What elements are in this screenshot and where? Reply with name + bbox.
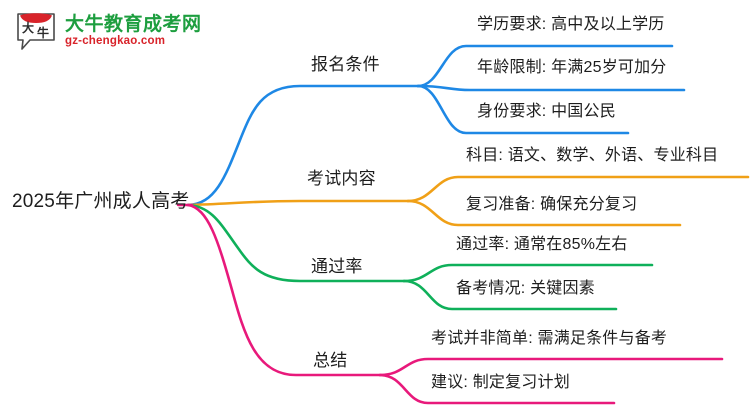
leaf-label-advice[interactable]: 建议: 制定复习计划 bbox=[431, 374, 570, 391]
leaf-label-preparation-status[interactable]: 备考情况: 关键因素 bbox=[456, 280, 595, 297]
leaf-connector-1-1 bbox=[406, 199, 682, 227]
svg-text:牛: 牛 bbox=[37, 25, 49, 40]
leaf-connector-3-0 bbox=[378, 357, 724, 377]
logo-speech-bubble-icon: 大 牛 bbox=[17, 13, 55, 50]
branch-path-group-1 bbox=[186, 175, 750, 227]
logo-wordmark: 大牛教育成考网 gz-chengkao.com bbox=[65, 15, 202, 48]
branch-path-group-3 bbox=[186, 203, 724, 405]
leaf-connector-0-0 bbox=[416, 44, 674, 88]
logo-domain: gz-chengkao.com bbox=[65, 34, 166, 47]
leaf-label-education-requirement[interactable]: 学历要求: 高中及以上学历 bbox=[477, 16, 665, 33]
leaf-label-exam-not-simple[interactable]: 考试并非简单: 需满足条件与备考 bbox=[431, 330, 668, 347]
leaf-connector-0-2 bbox=[416, 84, 630, 135]
branch-stem-1 bbox=[186, 199, 410, 207]
branch-stem-2 bbox=[186, 203, 406, 283]
branch-label-zongjie[interactable]: 总结 bbox=[313, 351, 348, 370]
branch-stem-0 bbox=[186, 84, 420, 207]
branch-path-group-2 bbox=[186, 203, 654, 311]
branch-stem-3 bbox=[186, 203, 382, 377]
leaf-connector-1-0 bbox=[406, 175, 750, 203]
site-logo[interactable]: 大 牛 大牛教育成考网 gz-chengkao.com bbox=[14, 10, 202, 52]
branch-label-tongguolv[interactable]: 通过率 bbox=[311, 257, 363, 276]
logo-site-name: 大牛教育成考网 bbox=[65, 13, 202, 35]
leaf-connector-2-1 bbox=[402, 279, 618, 311]
leaf-label-pass-rate[interactable]: 通过率: 通常在85%左右 bbox=[456, 236, 628, 253]
mindmap-root-title[interactable]: 2025年广州成人高考 bbox=[12, 191, 190, 212]
leaf-label-subjects[interactable]: 科目: 语文、数学、外语、专业科目 bbox=[466, 147, 719, 164]
branch-path-group-0 bbox=[186, 44, 686, 207]
leaf-connector-0-1 bbox=[416, 84, 686, 92]
leaf-connector-2-0 bbox=[402, 263, 654, 283]
branch-label-baomingtiaojian[interactable]: 报名条件 bbox=[311, 55, 380, 74]
logo-mark-icon: 大 牛 bbox=[14, 10, 58, 52]
leaf-connector-3-1 bbox=[378, 373, 616, 405]
leaf-label-identity-requirement[interactable]: 身份要求: 中国公民 bbox=[477, 103, 616, 120]
svg-text:大: 大 bbox=[22, 20, 34, 35]
leaf-label-review-preparation[interactable]: 复习准备: 确保充分复习 bbox=[466, 196, 638, 213]
leaf-label-age-limit[interactable]: 年龄限制: 年满25岁可加分 bbox=[477, 59, 667, 76]
branch-label-kaoshineirong[interactable]: 考试内容 bbox=[307, 169, 376, 188]
